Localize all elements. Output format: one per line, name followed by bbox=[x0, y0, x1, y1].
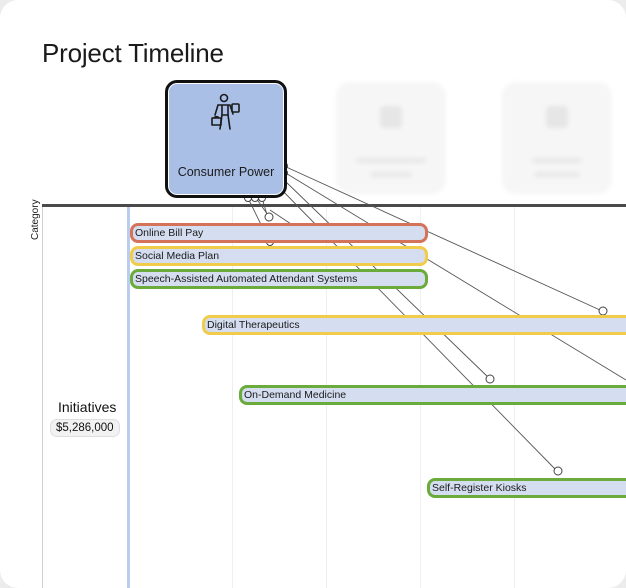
connector-dot bbox=[553, 466, 563, 476]
initiative-bar[interactable]: On-Demand Medicine bbox=[239, 385, 626, 405]
group-label: Initiatives bbox=[58, 399, 117, 415]
consumer-power-node[interactable]: Consumer Power bbox=[165, 80, 287, 198]
faded-card bbox=[336, 82, 446, 194]
header-divider bbox=[42, 204, 626, 207]
faded-card bbox=[502, 82, 612, 194]
initiative-bar[interactable]: Self-Register Kiosks bbox=[427, 478, 626, 498]
axis-line bbox=[42, 207, 43, 588]
connector-dot bbox=[598, 306, 608, 316]
group-value-badge: $5,286,000 bbox=[50, 419, 120, 437]
connector-dot bbox=[485, 374, 495, 384]
faded-card-icon bbox=[380, 106, 402, 128]
shopper-icon bbox=[211, 93, 240, 130]
initiative-bar[interactable]: Online Bill Pay bbox=[130, 223, 428, 243]
initiative-bar[interactable]: Digital Therapeutics bbox=[202, 315, 626, 335]
initiative-bar[interactable]: Social Media Plan bbox=[130, 246, 428, 266]
faded-card-icon bbox=[546, 106, 568, 128]
page-title: Project Timeline bbox=[42, 38, 224, 68]
timeline-axis bbox=[127, 207, 130, 588]
connector-dot bbox=[264, 212, 274, 222]
initiative-bar[interactable]: Speech-Assisted Automated Attendant Syst… bbox=[130, 269, 428, 289]
hub-label: Consumer Power bbox=[177, 165, 275, 179]
